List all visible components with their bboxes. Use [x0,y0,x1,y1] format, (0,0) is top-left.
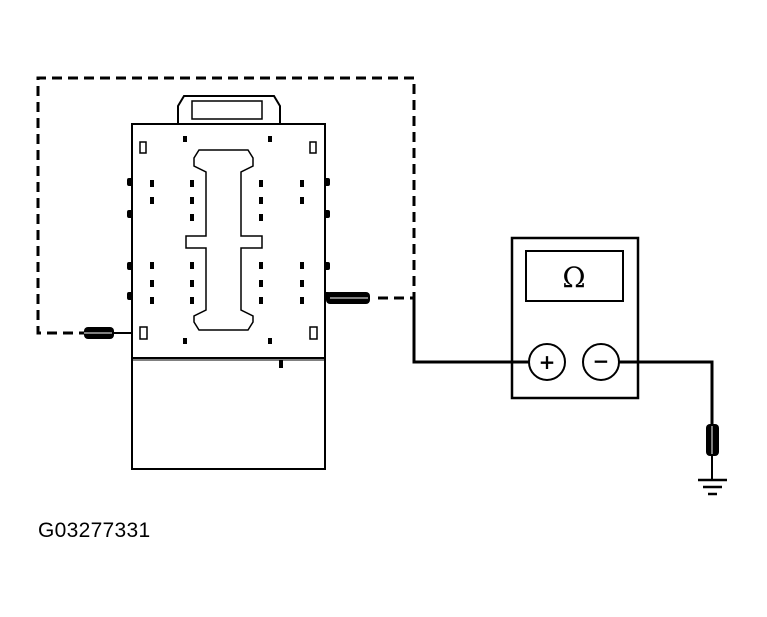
module-connector [127,95,330,470]
connector-center-divider [185,149,263,331]
connector-pins [150,180,304,304]
side-latches-left [127,178,133,300]
multimeter: Ω + − [510,236,640,400]
lead-negative [619,360,714,428]
ground-icon [698,478,727,496]
side-latches-right [324,178,330,300]
probe-right [326,292,370,304]
negative-terminal-label: − [593,349,610,373]
lead-positive [412,298,529,364]
figure-id-label: G03277331 [38,519,151,542]
probe-left [84,327,114,339]
connector-slots [139,141,318,340]
ohm-symbol: Ω [562,261,585,294]
positive-terminal-label: + [539,350,556,374]
multimeter-display [525,250,624,302]
connector-small-slots [183,136,272,344]
ground-probe [706,424,719,480]
connector-housing [131,357,326,470]
